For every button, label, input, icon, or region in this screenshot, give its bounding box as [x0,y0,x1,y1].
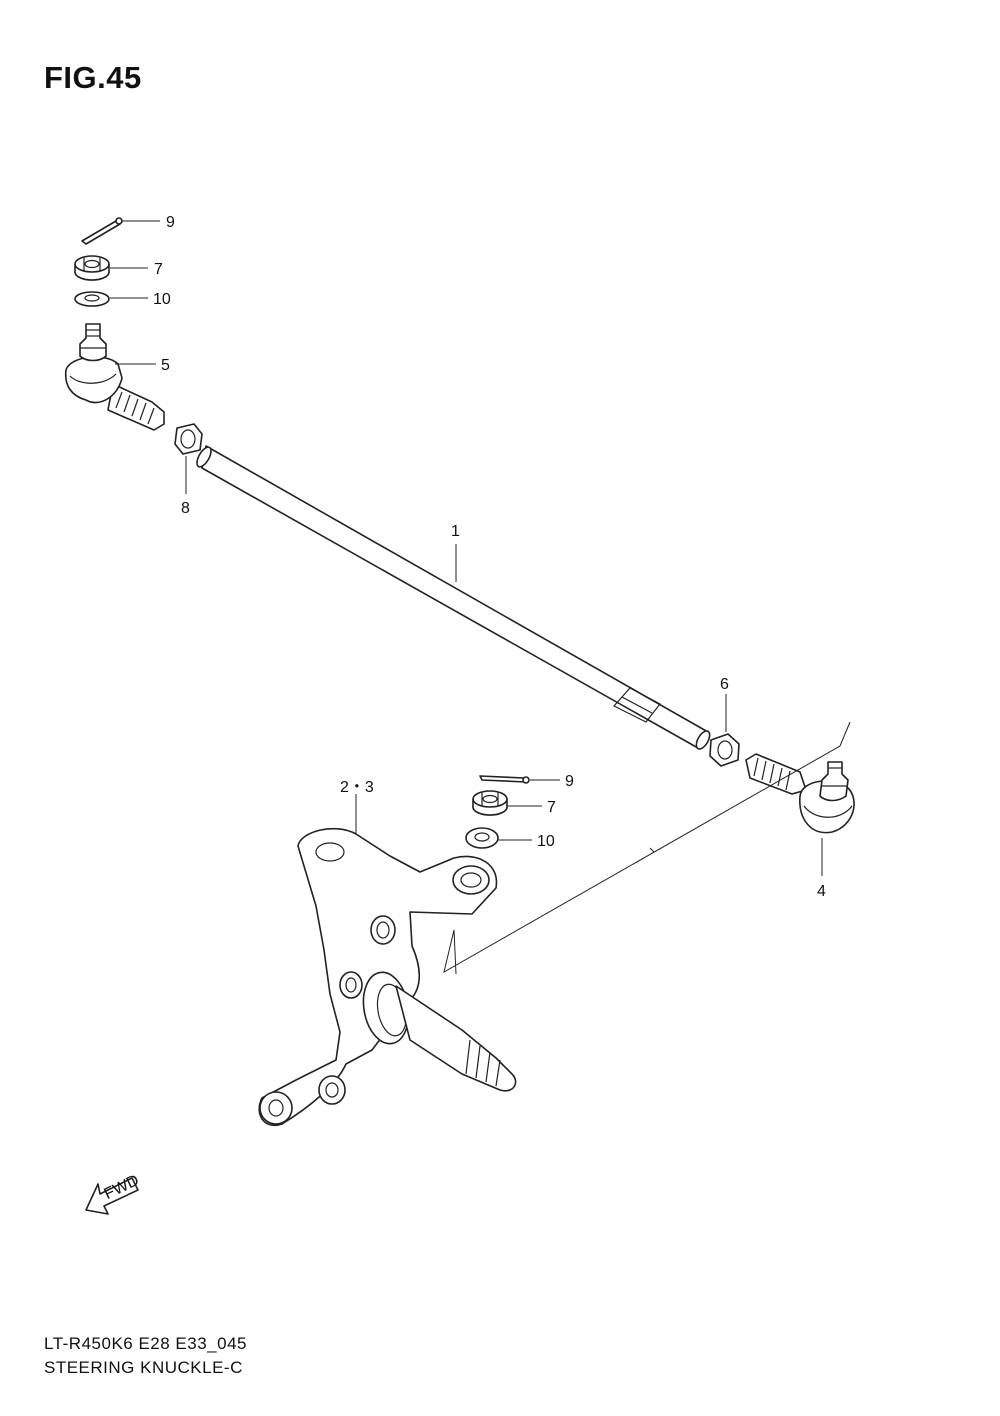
lock-nut-left [174,423,203,455]
tie-rod-end-left [64,323,165,431]
callout-2-3: 2・3 [340,779,374,796]
fwd-arrow-icon: FWD [85,1172,142,1215]
callout-10-left: 10 [153,291,171,308]
cotter-pin-left [81,217,123,245]
assembly-guide-tick [649,847,655,853]
callout-7-left: 7 [154,261,163,278]
callout-5: 5 [161,357,170,374]
callout-6: 6 [720,676,729,693]
tie-rod [196,445,711,750]
footer-name: STEERING KNUCKLE-C [44,1358,243,1377]
callout-4: 4 [817,883,826,900]
washer-left [74,291,110,307]
callout-9-left: 9 [166,214,175,231]
callout-9-right: 9 [565,773,574,790]
cotter-pin-right [479,775,530,784]
callout-1: 1 [451,523,460,540]
footer-code: LT-R450K6 E28 E33_045 [44,1334,247,1353]
washer-right [465,827,499,849]
callout-7-right: 7 [547,799,556,816]
castle-nut-left [74,255,110,281]
tie-rod-end-right [745,753,855,834]
figure-title: FIG.45 [44,60,142,95]
assembly-guide-line [443,721,851,975]
callout-10-right: 10 [537,833,555,850]
steering-knuckle [258,827,517,1127]
callout-8: 8 [181,500,190,517]
lock-nut-right [709,733,740,767]
castle-nut-right [472,790,508,816]
